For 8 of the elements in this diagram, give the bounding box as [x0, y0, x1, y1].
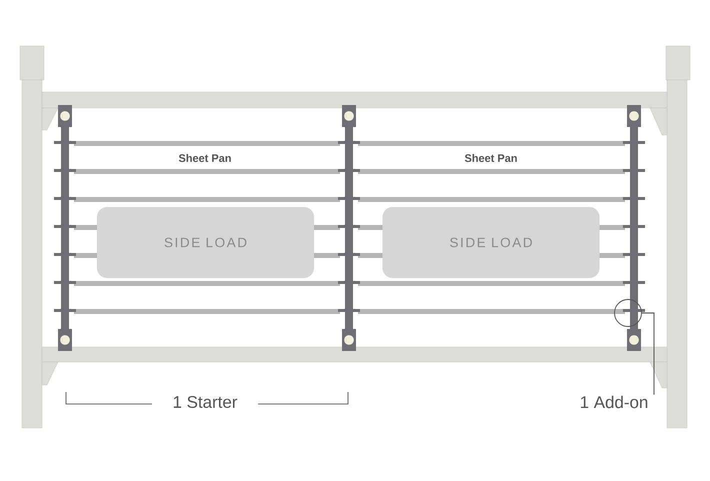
callout-label: 1 Add-on	[580, 396, 648, 408]
load-zone-box: SIDE LOAD	[97, 207, 314, 278]
leader-line	[642, 312, 654, 396]
shelf-label: Sheet Pan	[178, 154, 231, 162]
load-zone-box: SIDE LOAD	[382, 207, 600, 278]
highlight-circle	[614, 299, 642, 327]
shelf-label: Sheet Pan	[464, 154, 517, 162]
dimension-label: 1 Starter	[174, 396, 238, 408]
